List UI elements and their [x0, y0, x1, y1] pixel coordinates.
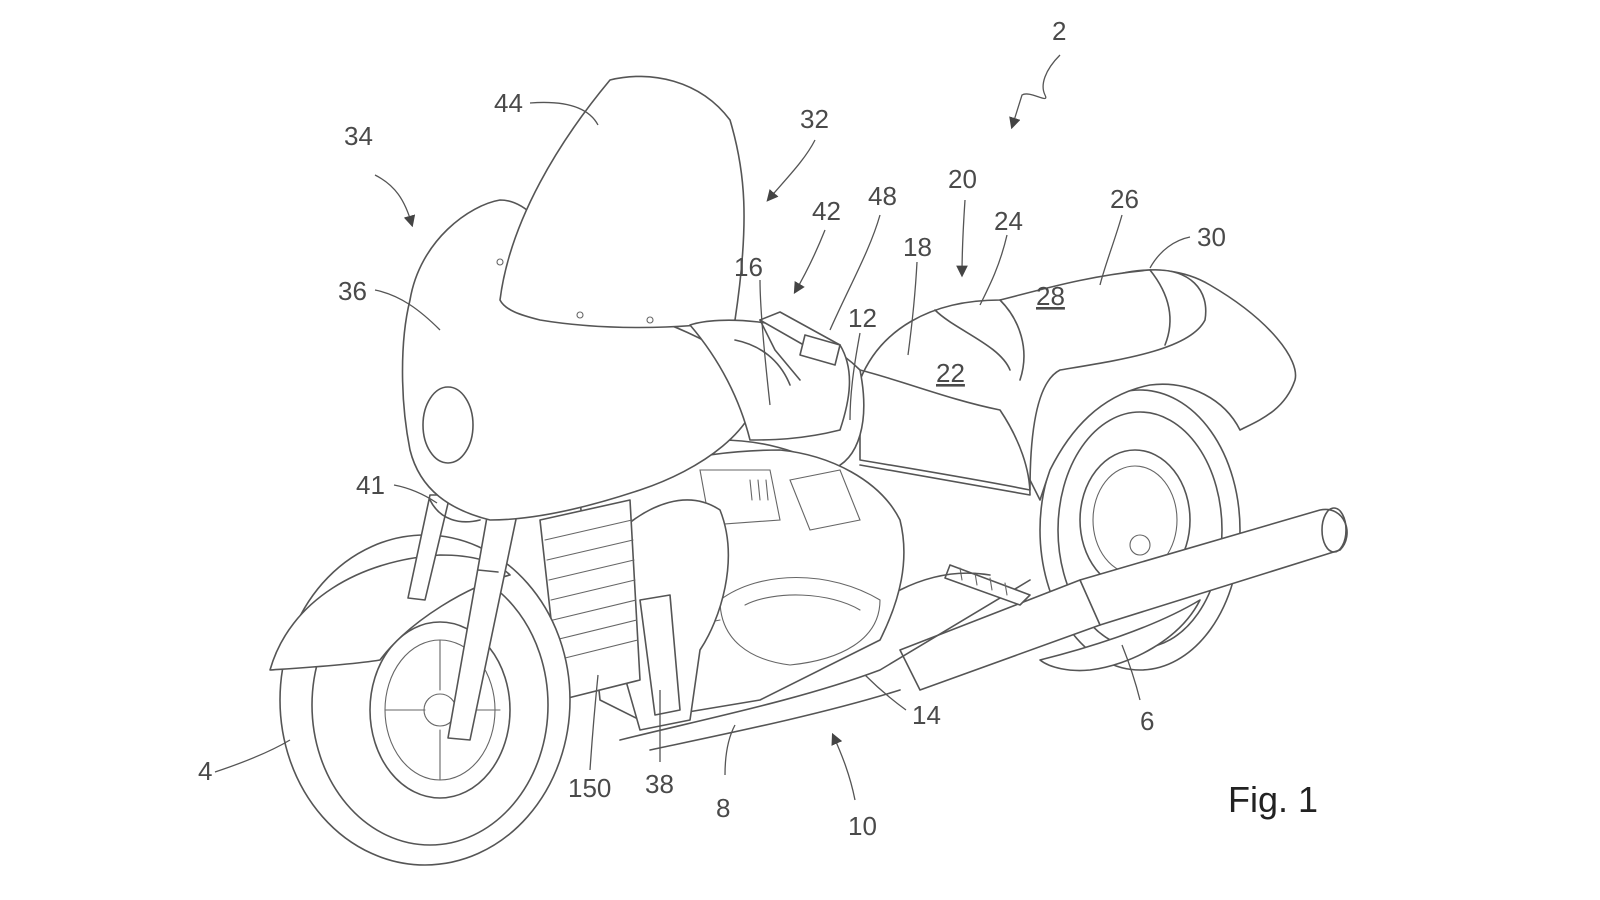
- label-18: 18: [903, 232, 932, 262]
- label-10: 10: [848, 811, 877, 841]
- label-150: 150: [568, 773, 611, 803]
- label-44: 44: [494, 88, 523, 118]
- reference-numerals: 2 44 32 34 20 48 26 42 24 30 18 16 36 28…: [198, 16, 1226, 841]
- label-26: 26: [1110, 184, 1139, 214]
- seat-assembly: [859, 269, 1207, 491]
- front-fairing: [401, 199, 761, 523]
- label-30: 30: [1197, 222, 1226, 252]
- label-20: 20: [948, 164, 977, 194]
- label-38: 38: [645, 769, 674, 799]
- label-36: 36: [338, 276, 367, 306]
- label-2: 2: [1052, 16, 1066, 46]
- label-28: 28: [1036, 281, 1065, 311]
- label-41: 41: [356, 470, 385, 500]
- label-8: 8: [716, 793, 730, 823]
- label-6: 6: [1140, 706, 1154, 736]
- label-16: 16: [734, 252, 763, 282]
- leader-lines: [214, 54, 1191, 801]
- label-34: 34: [344, 121, 373, 151]
- label-22: 22: [936, 358, 965, 388]
- windshield: [496, 75, 745, 329]
- front-fender: [269, 554, 511, 671]
- label-42: 42: [812, 196, 841, 226]
- label-24: 24: [994, 206, 1023, 236]
- label-32: 32: [800, 104, 829, 134]
- exhaust-muffler: [899, 507, 1348, 691]
- handlebar-area: [689, 311, 851, 441]
- label-4: 4: [198, 756, 212, 786]
- label-14: 14: [912, 700, 941, 730]
- label-48: 48: [868, 181, 897, 211]
- label-12: 12: [848, 303, 877, 333]
- figure-caption: Fig. 1: [1228, 779, 1318, 820]
- lower-frame: [619, 564, 1031, 751]
